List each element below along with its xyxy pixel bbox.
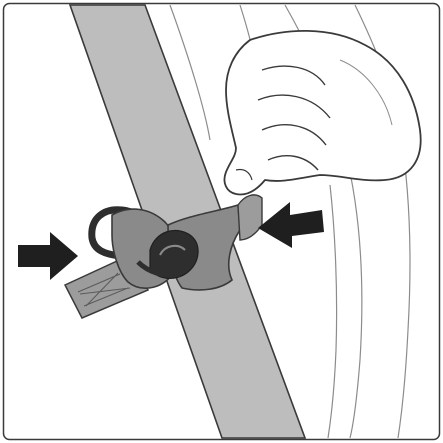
illustration-canvas [0,0,443,443]
instruction-illustration [0,0,443,443]
